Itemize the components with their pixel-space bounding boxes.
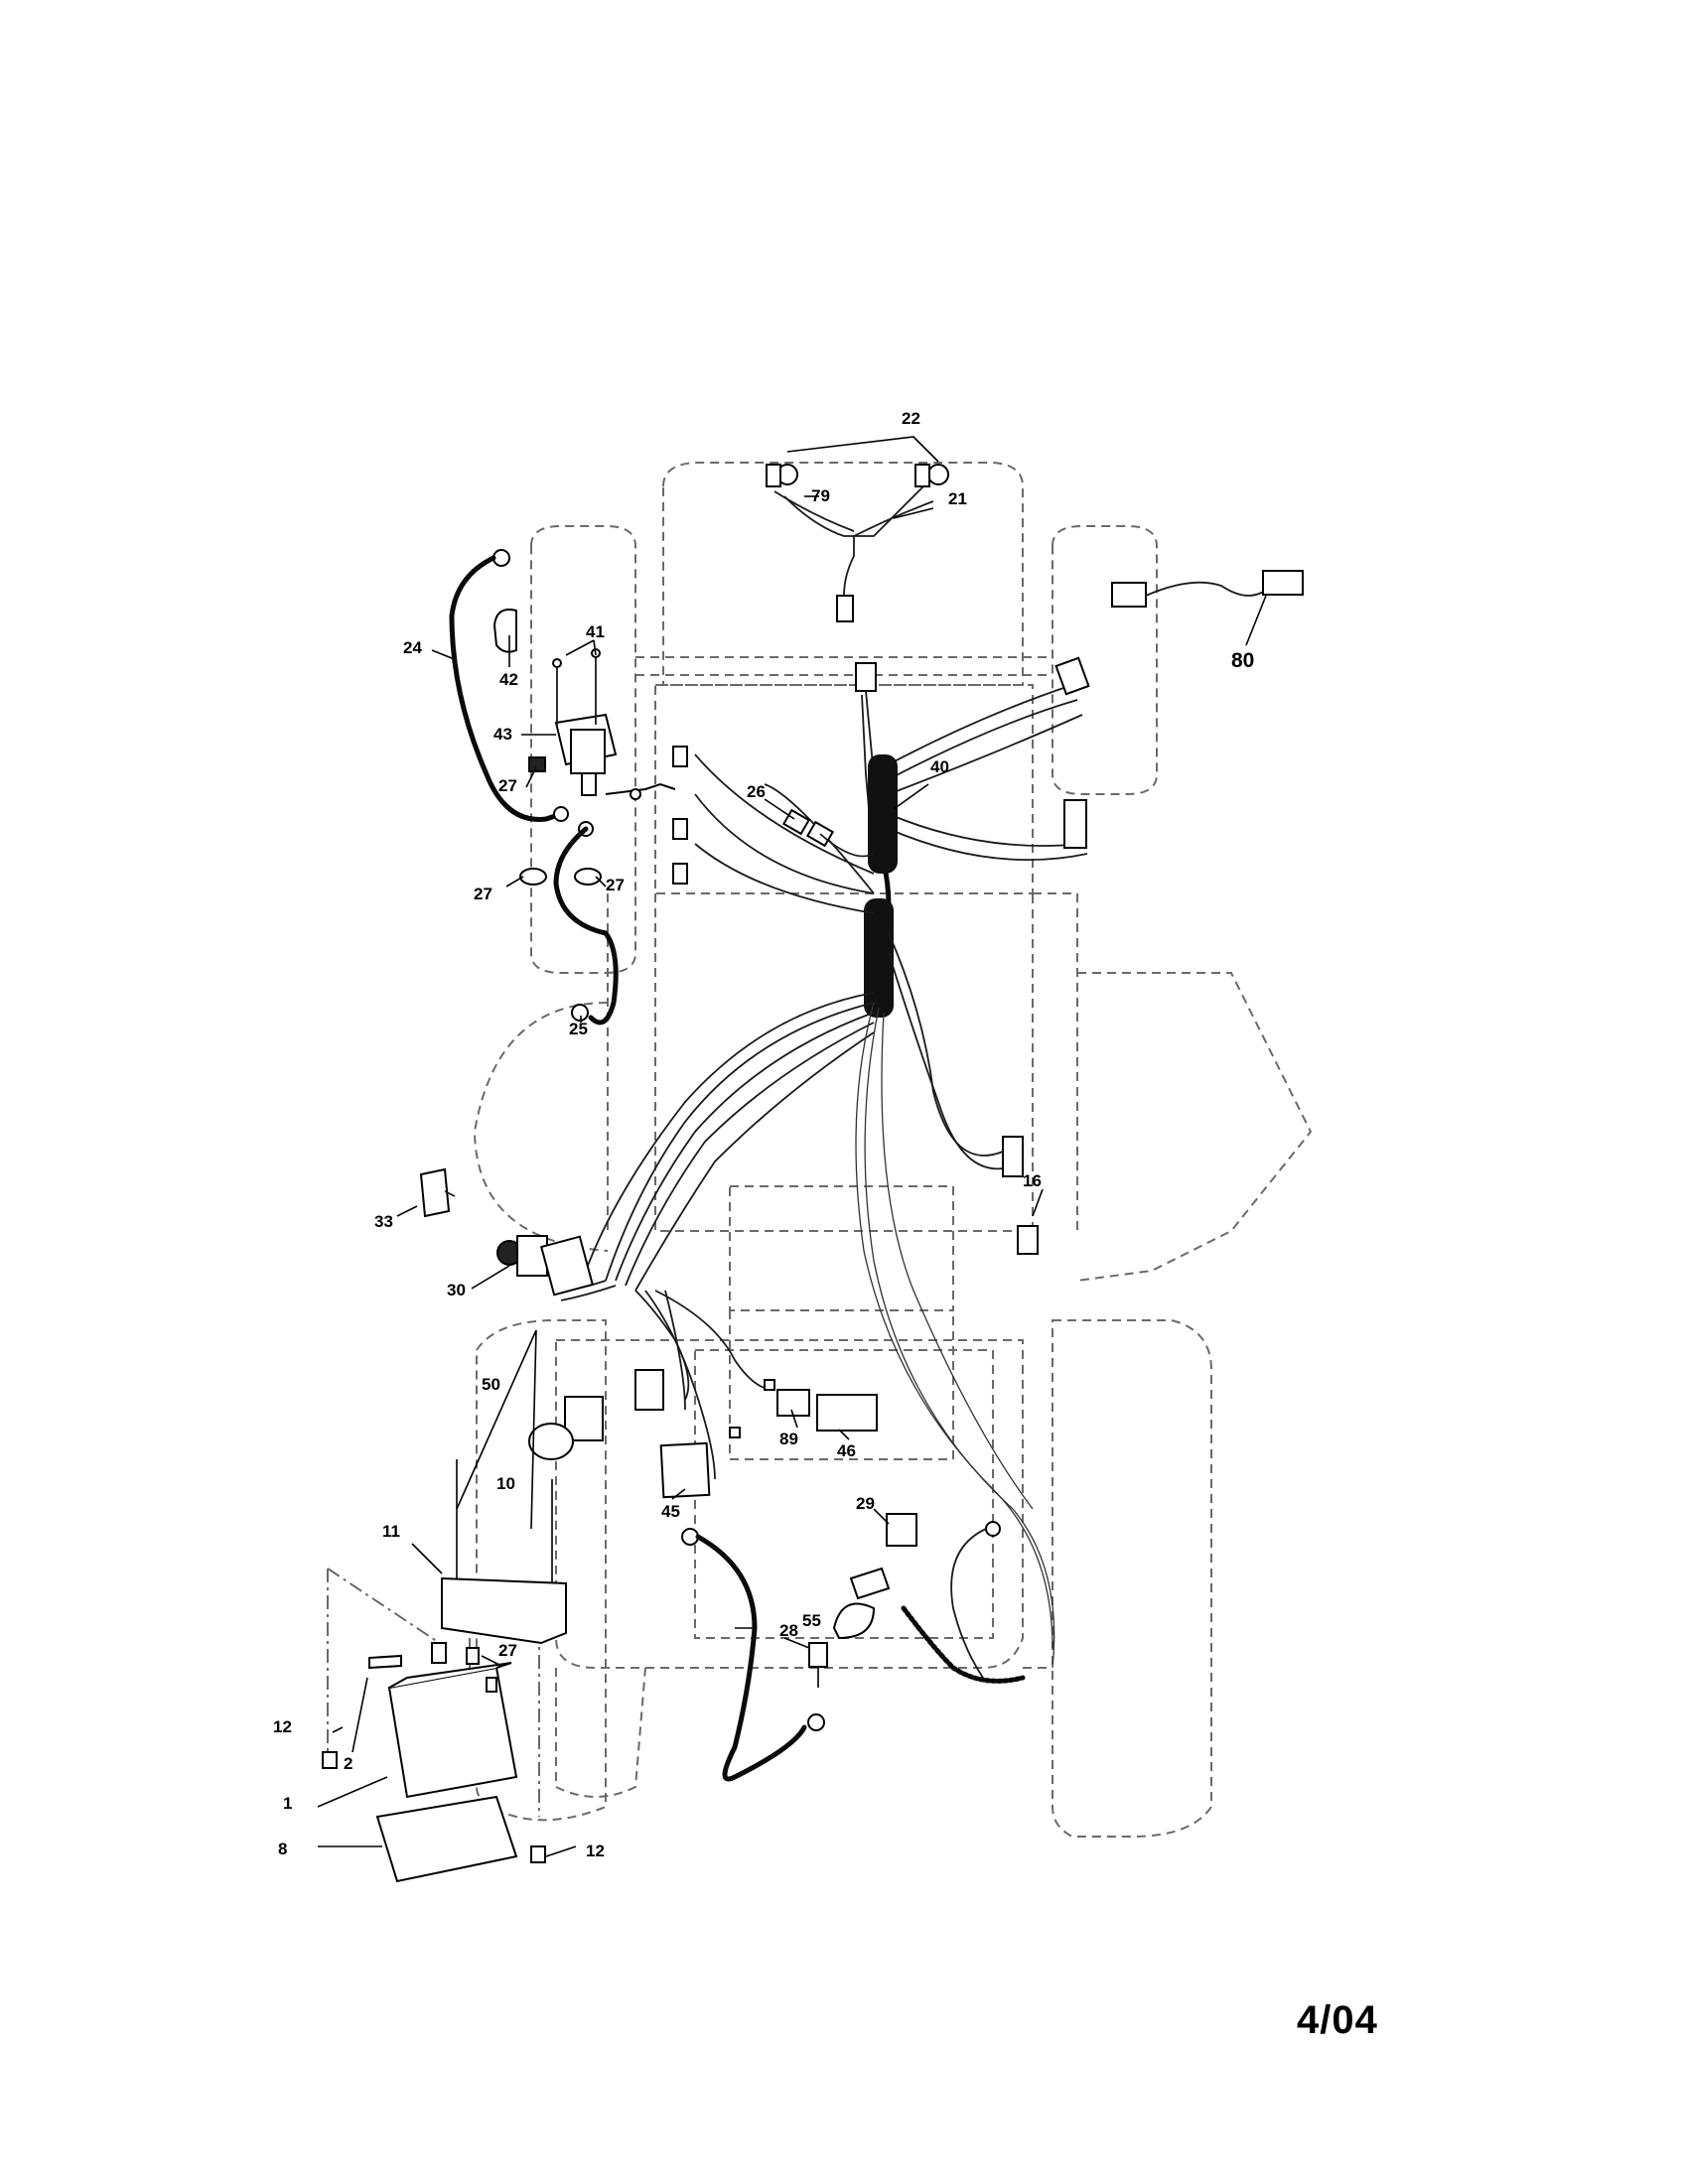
nut-27-left	[519, 868, 547, 886]
callout-16: 16	[1023, 1171, 1042, 1190]
hour-meter	[816, 1394, 878, 1432]
tray-clip-left	[322, 1751, 338, 1769]
starter-lead-ring	[985, 1521, 1001, 1537]
harness-connector-upper-right	[1054, 656, 1090, 696]
callout-45: 45	[661, 1502, 680, 1521]
callout-50: 50	[482, 1375, 500, 1394]
headlight-connector	[836, 595, 854, 622]
callout-89: 89	[779, 1430, 798, 1448]
starter-switch	[886, 1513, 917, 1547]
callout-8: 8	[278, 1840, 287, 1858]
headlight-bulb-right	[927, 464, 949, 485]
revision-date: 4/04	[1297, 1998, 1378, 2042]
battery-bolt	[368, 1654, 402, 1670]
callout-12-left: 12	[273, 1717, 292, 1736]
solenoid-wire-stub	[605, 782, 676, 795]
headlight-harness	[766, 436, 949, 622]
solenoid-lead-end	[630, 788, 641, 800]
callout-33: 33	[374, 1212, 393, 1231]
callout-55: 55	[802, 1611, 821, 1630]
callout-27-right: 27	[606, 876, 625, 894]
callout-26: 26	[747, 782, 766, 801]
harness-connector-right	[1063, 799, 1087, 849]
battery-nut	[466, 1647, 480, 1665]
callout-28: 28	[779, 1621, 798, 1640]
ignition-area	[419, 1167, 595, 1297]
cable-24-ring-bottom	[553, 806, 569, 822]
solenoid-body	[570, 729, 606, 774]
callout-11: 11	[382, 1522, 400, 1541]
starter-boot	[832, 1602, 876, 1640]
seat-connector-right	[1262, 570, 1304, 596]
callout-21: 21	[948, 489, 967, 508]
solenoid-bolt-left	[552, 658, 562, 668]
battery-cables	[449, 549, 619, 1025]
callout-1: 1	[283, 1794, 292, 1813]
main-wire-harness	[555, 656, 1090, 1669]
callout-24: 24	[403, 638, 422, 657]
tray-clip-right	[530, 1845, 546, 1863]
battery-group	[322, 1459, 567, 1883]
solenoid-post	[581, 772, 597, 796]
seat-switch-lead	[1111, 570, 1304, 608]
leader-lines	[317, 495, 1267, 1857]
ignition-switch	[516, 1235, 548, 1277]
connector-16	[1017, 1225, 1039, 1255]
headlight-socket-right	[914, 464, 930, 487]
callout-46: 46	[837, 1441, 856, 1460]
callout-40: 40	[930, 757, 949, 776]
callout-27-upper: 27	[498, 776, 517, 795]
terminal-boot	[492, 609, 517, 653]
battery-clamp	[431, 1642, 447, 1664]
callout-30: 30	[447, 1281, 466, 1299]
terminal-e	[764, 1379, 775, 1391]
callout-12-right: 12	[586, 1842, 605, 1860]
ground-bolt	[808, 1642, 828, 1668]
callout-43: 43	[493, 725, 512, 744]
meter-bracket	[776, 1389, 810, 1417]
harness-connector-top	[855, 662, 877, 692]
callout-27-battery: 27	[498, 1641, 517, 1660]
headlight-socket-left	[766, 464, 781, 487]
callout-42: 42	[499, 670, 518, 689]
battery-hold-down	[441, 1576, 567, 1645]
ground-and-starter	[681, 1513, 1026, 1782]
terminal-d	[729, 1427, 741, 1438]
battery-top-edge	[388, 1662, 512, 1689]
callout-41: 41	[586, 622, 605, 641]
starter-connector	[849, 1567, 891, 1600]
callout-79: 79	[811, 486, 830, 505]
battery-terminal	[486, 1677, 497, 1693]
callout-2: 2	[344, 1754, 352, 1773]
harness-terminal-a	[672, 746, 688, 767]
tractor-outline	[327, 462, 1313, 1838]
pto-knob	[528, 1423, 574, 1460]
harness-terminal-b	[672, 818, 688, 840]
cable-25-ring-bottom	[571, 1004, 589, 1022]
harness-terminal-c	[672, 863, 688, 885]
callout-29: 29	[856, 1494, 875, 1513]
callout-27-left: 27	[474, 885, 492, 903]
ignition-plug	[539, 1235, 595, 1297]
solenoid-assembly	[492, 609, 676, 886]
callout-80: 80	[1231, 649, 1254, 672]
nut-27-right	[574, 868, 602, 886]
rectifier	[419, 1167, 451, 1218]
callout-10: 10	[496, 1474, 515, 1493]
callout-22: 22	[902, 409, 920, 428]
ammeter	[659, 1441, 711, 1499]
callout-25: 25	[569, 1020, 588, 1038]
battery-tray	[375, 1795, 518, 1883]
harness-connector-lower-right	[1002, 1136, 1024, 1177]
six-pin-connector	[634, 1369, 664, 1411]
ground-ring-bottom	[807, 1713, 825, 1731]
loom-wrap	[864, 754, 898, 1018]
seat-connector-left	[1111, 582, 1147, 608]
solenoid-nut	[528, 756, 546, 772]
callout-labels: 22 79 21 80 24 41 42 43 40 26 27 27 27 2…	[273, 409, 1254, 1860]
